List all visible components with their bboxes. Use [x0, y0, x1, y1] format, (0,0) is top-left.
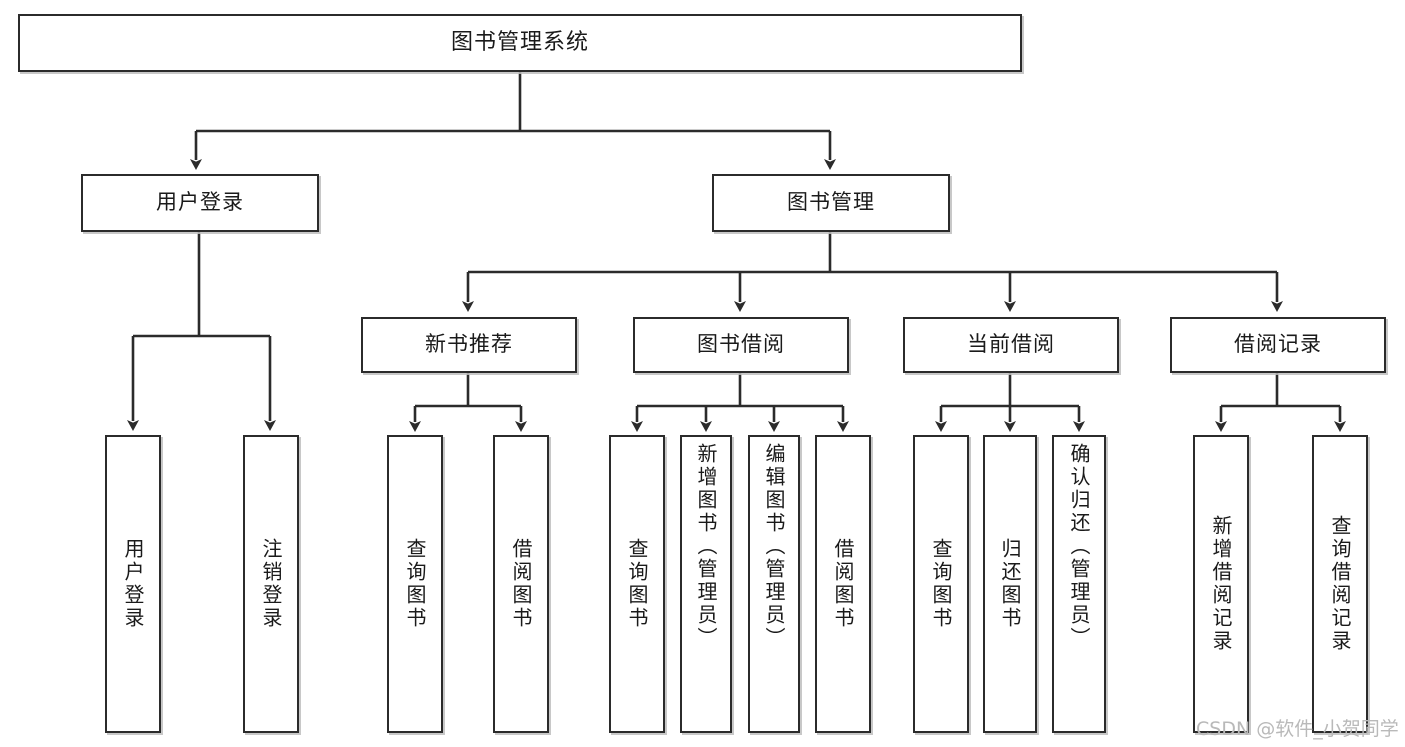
node-label: 确认归还（管理员） [1067, 443, 1091, 650]
leaf-return-book[interactable]: 归还图书 [983, 435, 1037, 733]
leaf-user-login[interactable]: 用户登录 [105, 435, 161, 733]
node-label: 图书管理系统 [450, 29, 589, 55]
node-label: 查询图书 [929, 538, 953, 630]
leaf-edit-book-admin[interactable]: 编辑图书（管理员） [748, 435, 800, 733]
leaf-add-borrow-record[interactable]: 新增借阅记录 [1193, 435, 1249, 733]
node-user-login[interactable]: 用户登录 [81, 174, 319, 232]
node-new-book-recommend[interactable]: 新书推荐 [361, 317, 577, 373]
node-current-borrow[interactable]: 当前借阅 [903, 317, 1119, 373]
leaf-query-borrow-record[interactable]: 查询借阅记录 [1312, 435, 1368, 733]
node-label: 借阅图书 [509, 538, 533, 630]
leaf-add-book-admin[interactable]: 新增图书（管理员） [680, 435, 732, 733]
node-label: 新增借阅记录 [1209, 515, 1233, 653]
node-label: 查询图书 [625, 538, 649, 630]
leaf-confirm-return-admin[interactable]: 确认归还（管理员） [1052, 435, 1106, 733]
leaf-borrow-book-borrow[interactable]: 借阅图书 [815, 435, 871, 733]
node-label: 借阅图书 [831, 538, 855, 630]
node-label: 用户登录 [156, 190, 244, 215]
leaf-query-book-borrow[interactable]: 查询图书 [609, 435, 665, 733]
leaf-borrow-book-recommend[interactable]: 借阅图书 [493, 435, 549, 733]
node-label: 编辑图书（管理员） [762, 443, 786, 650]
node-root-system[interactable]: 图书管理系统 [18, 14, 1022, 72]
node-label: 图书管理 [787, 190, 875, 215]
node-label: 归还图书 [998, 538, 1022, 630]
node-label: 查询图书 [403, 538, 427, 630]
node-label: 注销登录 [259, 538, 283, 630]
leaf-query-book-current[interactable]: 查询图书 [913, 435, 969, 733]
node-borrow-record[interactable]: 借阅记录 [1170, 317, 1386, 373]
node-label: 新书推荐 [425, 332, 513, 357]
leaf-logout-login[interactable]: 注销登录 [243, 435, 299, 733]
leaf-query-book-recommend[interactable]: 查询图书 [387, 435, 443, 733]
node-label: 借阅记录 [1234, 332, 1322, 357]
node-label: 用户登录 [121, 538, 145, 630]
node-label: 查询借阅记录 [1328, 515, 1352, 653]
node-book-manage[interactable]: 图书管理 [712, 174, 950, 232]
csdn-watermark: CSDN @软件_小贺同学 [1196, 718, 1399, 740]
node-label: 当前借阅 [967, 332, 1055, 357]
node-label: 新增图书（管理员） [694, 443, 718, 650]
node-book-borrow[interactable]: 图书借阅 [633, 317, 849, 373]
node-label: 图书借阅 [697, 332, 785, 357]
